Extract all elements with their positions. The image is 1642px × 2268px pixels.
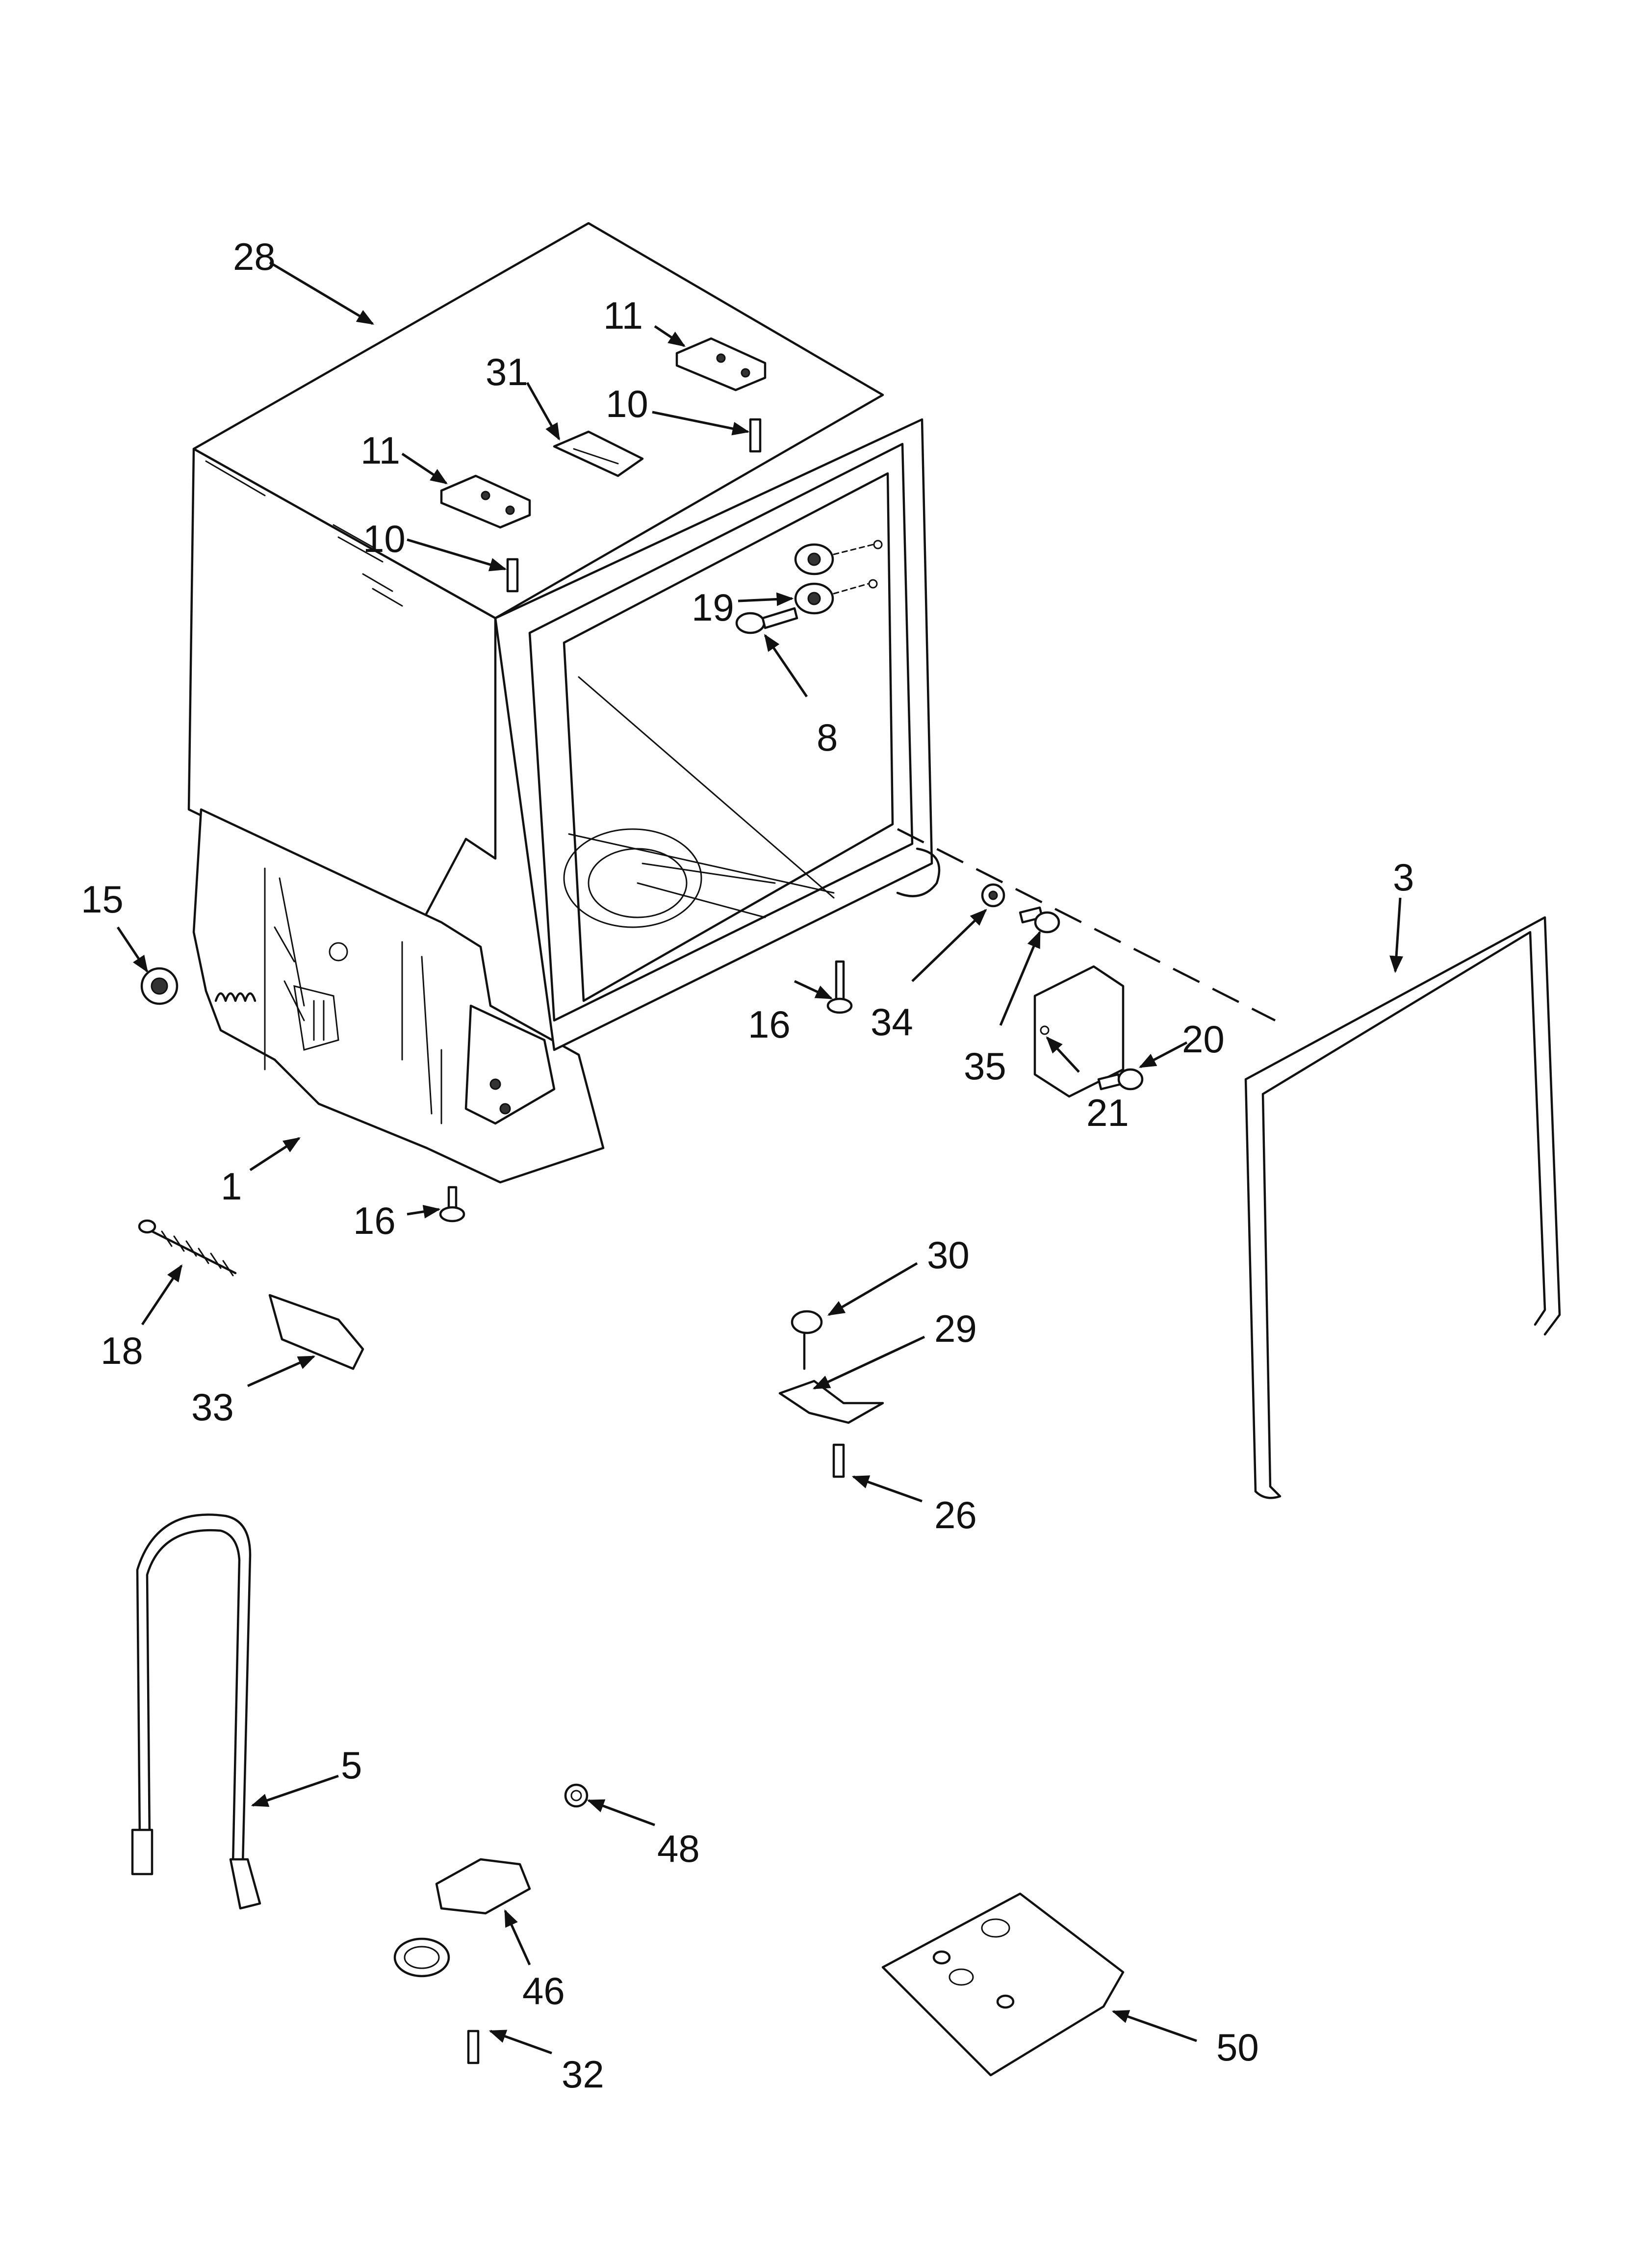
callout-11-lower: 11 — [360, 429, 400, 472]
callout-18: 18 — [101, 1329, 143, 1372]
callout-5: 5 — [341, 1744, 362, 1787]
spring-18 — [138, 1219, 237, 1277]
screw-10-lower — [506, 558, 519, 593]
roller-assembly-19 — [794, 540, 883, 615]
hinge-bracket-lower — [440, 474, 531, 529]
callout-16-lower: 16 — [353, 1199, 396, 1242]
callout-21: 21 — [1086, 1091, 1129, 1134]
callout-8: 8 — [817, 716, 838, 759]
callout-labels: 28 11 10 31 11 10 19 8 15 3 16 34 35 20 … — [81, 235, 1414, 2096]
valve-46 — [393, 1858, 531, 1978]
door-gasket-3 — [1244, 916, 1561, 1499]
screw-10-upper — [749, 418, 762, 453]
callout-35: 35 — [964, 1044, 1006, 1088]
callout-10-lower: 10 — [363, 517, 406, 560]
tub-assembly — [187, 222, 941, 1184]
callout-33: 33 — [191, 1385, 234, 1429]
part-34 — [981, 883, 1005, 908]
callout-31: 31 — [486, 350, 528, 393]
callout-32: 32 — [562, 2053, 604, 2096]
screw-8 — [735, 607, 798, 634]
part-15 — [140, 967, 179, 1005]
callout-3: 3 — [1393, 856, 1414, 899]
screw-20 — [1097, 1068, 1144, 1091]
screw-26 — [832, 1443, 845, 1478]
switch-30 — [791, 1310, 823, 1370]
callout-16-upper: 16 — [748, 1003, 791, 1046]
bracket-21 — [1033, 965, 1125, 1098]
callout-1: 1 — [221, 1165, 242, 1208]
callout-46: 46 — [522, 1969, 565, 2012]
leader-lines — [116, 261, 1404, 2055]
leg-16-upper — [826, 960, 853, 1014]
screw-35 — [1019, 906, 1060, 934]
bracket-29 — [778, 1380, 884, 1424]
callout-11-upper: 11 — [603, 294, 643, 337]
callout-28: 28 — [233, 235, 276, 278]
callout-15: 15 — [81, 878, 124, 921]
hinge-bracket-upper — [675, 337, 767, 391]
callout-29: 29 — [934, 1307, 977, 1350]
clip-31 — [553, 430, 644, 477]
leg-16-lower — [439, 1186, 465, 1223]
spring-clip-48 — [564, 1783, 589, 1808]
hose-5 — [131, 1513, 261, 1910]
callout-10-upper: 10 — [606, 382, 648, 425]
callout-20: 20 — [1182, 1017, 1225, 1061]
screw-32 — [467, 2030, 480, 2064]
pad-33 — [268, 1294, 364, 1370]
callout-30: 30 — [927, 1233, 970, 1277]
callout-19: 19 — [692, 586, 734, 629]
callout-34: 34 — [871, 1000, 913, 1043]
parts-bag-50 — [881, 1892, 1125, 2077]
callout-48: 48 — [657, 1827, 700, 1870]
callout-50: 50 — [1216, 2026, 1259, 2069]
callout-26: 26 — [934, 1493, 977, 1537]
